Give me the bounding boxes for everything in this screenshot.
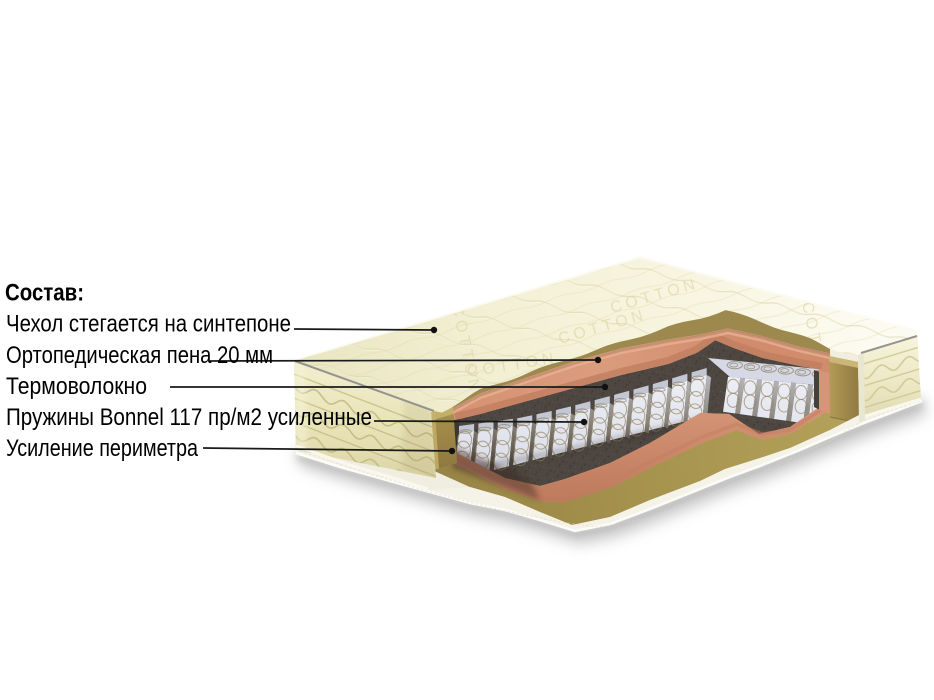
svg-text:Ортопедическая пена 20 мм: Ортопедическая пена 20 мм	[6, 342, 273, 369]
svg-text:Пружины Bonnel 117 пр/м2 усиле: Пружины Bonnel 117 пр/м2 усиленные	[6, 404, 372, 431]
svg-text:Состав:: Состав:	[5, 280, 84, 307]
svg-text:Термоволокно: Термоволокно	[6, 373, 147, 400]
svg-text:Усиление периметра: Усиление периметра	[6, 435, 199, 462]
svg-text:Чехол стегается на синтепоне: Чехол стегается на синтепоне	[6, 311, 291, 338]
